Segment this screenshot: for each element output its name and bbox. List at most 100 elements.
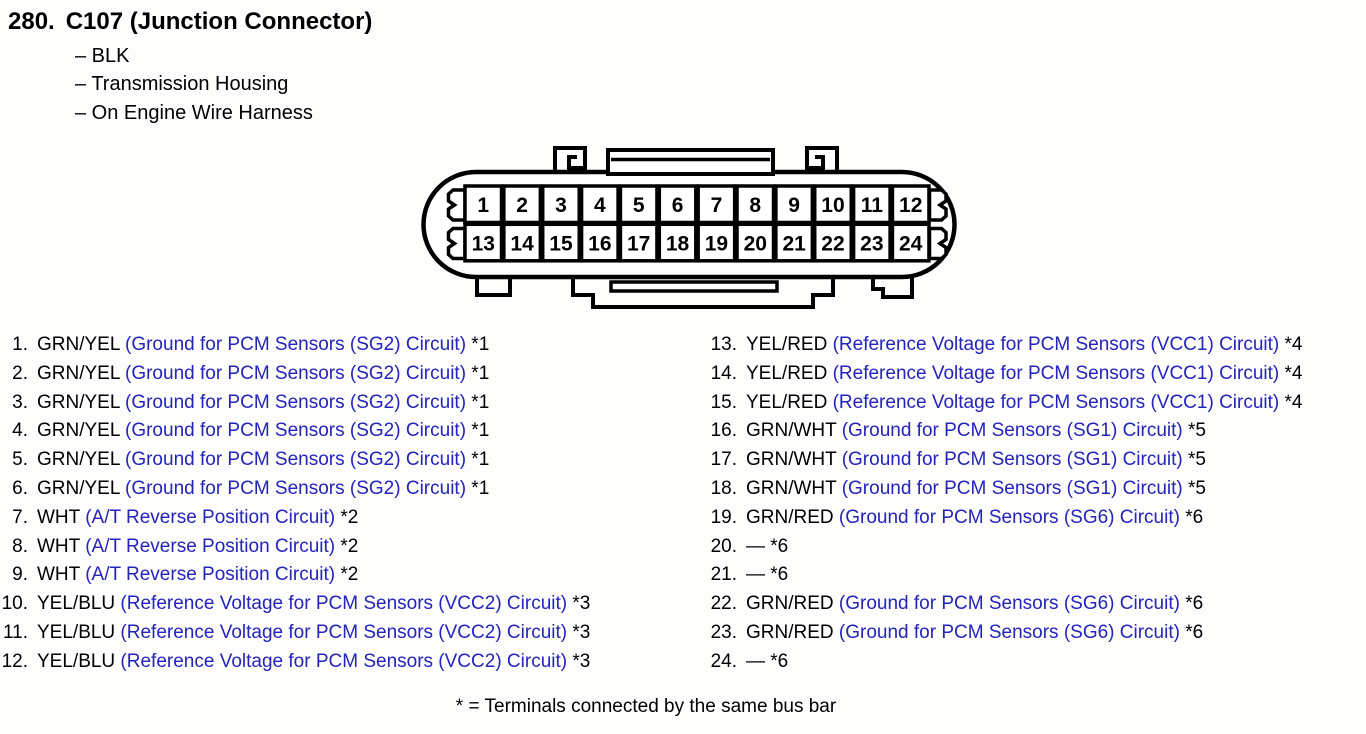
pin-cell [502, 184, 543, 225]
pin-number: 2. [12, 362, 28, 384]
pin-number: 21. [710, 564, 737, 586]
connector-attributes: – BLK – Transmission Housing – On Engine… [75, 42, 313, 127]
attribute-line: – On Engine Wire Harness [75, 101, 313, 124]
pin-number: 5. [12, 449, 28, 471]
pin-wire-color: GRN/YEL [37, 420, 120, 442]
pin-wire-color: YEL/BLU [37, 650, 116, 672]
pin-cell [735, 184, 776, 225]
pin-number: 19. [710, 506, 737, 528]
pin-busbar-note: *1 [466, 391, 490, 413]
pin-cell [540, 184, 581, 225]
pin-circuit-description: (Reference Voltage for PCM Sensors (VCC2… [115, 593, 568, 615]
pin-row: 12.YEL/BLU (Reference Voltage for PCM Se… [0, 648, 591, 677]
pin-wire-color: GRN/YEL [37, 449, 120, 471]
pin-cell [890, 222, 931, 263]
pin-row: 13.YEL/RED (Reference Voltage for PCM Se… [704, 331, 1303, 360]
connector-bottom-right-clip [871, 276, 914, 299]
pin-row: 5.GRN/YEL (Ground for PCM Sensors (SG2) … [0, 446, 590, 475]
pin-cell [579, 184, 620, 225]
pin-cell-number: 8 [749, 194, 761, 217]
pin-cell [890, 184, 931, 225]
pin-circuit-description: (Ground for PCM Sensors (SG1) Circuit) [836, 449, 1183, 471]
pin-list-right: 13. YEL/RED (Reference Voltage for PCM Se… [704, 331, 1303, 677]
pin-busbar-note: *6 [1179, 621, 1204, 643]
pin-number: 24. [710, 650, 737, 672]
pin-number: 13. [710, 334, 737, 355]
pin-wire-color: — [746, 535, 765, 557]
pin-wire-color: GRN/YEL [37, 477, 120, 499]
pin-circuit-description: (A/T Reverse Position Circuit) [79, 564, 336, 586]
connector-right-notch-top [927, 188, 948, 222]
pin-circuit-description: (Reference Voltage for PCM Sensors (VCC2… [115, 650, 568, 672]
pin-cell [851, 184, 892, 225]
pin-wire-color: YEL/RED [746, 391, 828, 413]
pin-wire-color: GRN/WHT [746, 449, 837, 471]
pin-cell-number: 18 [666, 232, 690, 255]
pin-number: 9. [12, 564, 28, 586]
pin-circuit-description: (Ground for PCM Sensors (SG2) Circuit) [119, 334, 467, 355]
pin-cell-number: 1 [477, 194, 489, 217]
pin-number: 3. [12, 391, 28, 413]
pin-cell-number: 4 [594, 194, 606, 217]
section-heading: 280.C107 (Junction Connector) [8, 8, 372, 36]
pin-cell [696, 222, 737, 263]
pin-cell-number: 6 [672, 194, 684, 217]
pin-row: 17.GRN/WHT (Ground for PCM Sensors (SG1)… [704, 446, 1303, 475]
pin-wire-color: GRN/RED [746, 593, 834, 615]
pin-number: 6. [12, 477, 28, 499]
pin-circuit-description: (Ground for PCM Sensors (SG1) Circuit) [836, 420, 1183, 442]
pin-wire-color: YEL/BLU [37, 621, 116, 643]
pin-busbar-note: *6 [765, 564, 789, 586]
pin-cell [579, 222, 620, 263]
pin-busbar-note: *6 [1179, 506, 1204, 528]
pin-row: 6.GRN/YEL (Ground for PCM Sensors (SG2) … [0, 475, 590, 504]
pin-circuit-description: (Ground for PCM Sensors (SG1) Circuit) [836, 477, 1183, 499]
pin-wire-color: YEL/BLU [37, 593, 116, 615]
pin-cell [540, 222, 581, 263]
pin-number: 7. [12, 506, 28, 528]
pin-cell [812, 222, 853, 263]
section-number: 280. [8, 8, 55, 35]
pin-row: 8.WHT (A/T Reverse Position Circuit) *2 [0, 533, 590, 562]
pin-row: 15.YEL/RED (Reference Voltage for PCM Se… [704, 389, 1303, 418]
pin-row: 22.GRN/RED (Ground for PCM Sensors (SG6)… [704, 590, 1303, 619]
pin-busbar-note: *5 [1182, 477, 1206, 499]
pin-cell-number: 3 [555, 194, 567, 217]
pin-busbar-note: *6 [1179, 593, 1204, 615]
pin-cell [618, 222, 659, 263]
pin-cell-number: 7 [711, 194, 723, 217]
pin-busbar-note: *1 [466, 420, 490, 442]
pin-busbar-note: *3 [567, 621, 591, 643]
pin-cell [851, 222, 892, 263]
pin-cell-number: 15 [549, 232, 573, 255]
pin-number: 10. [1, 593, 28, 615]
pin-busbar-note: *1 [466, 362, 490, 384]
pin-circuit-description: (Ground for PCM Sensors (SG6) Circuit) [833, 506, 1180, 528]
pin-number: 23. [710, 621, 737, 643]
pin-number: 22. [710, 593, 737, 615]
pin-row: 19.GRN/RED (Ground for PCM Sensors (SG6)… [704, 504, 1303, 533]
connector-left-notch-top [446, 188, 467, 222]
connector-bottom-rail [571, 276, 835, 309]
pin-cell-number: 9 [788, 194, 800, 217]
pin-busbar-note: *3 [567, 593, 591, 615]
connector-top-lock-tab [606, 148, 775, 176]
pin-row: 24.— *6 [704, 648, 1303, 677]
connector-left-notch-bottom [446, 226, 467, 261]
pin-wire-color: GRN/WHT [746, 420, 837, 442]
pin-cell-number: 10 [821, 194, 844, 217]
pin-cell [774, 222, 815, 263]
pin-number: 11. [2, 621, 28, 643]
pin-cell [502, 222, 543, 263]
pin-cell-number: 20 [744, 232, 767, 255]
pin-row: 20.— *6 [704, 533, 1303, 562]
pin-wire-color: GRN/RED [746, 621, 834, 643]
pin-cell [463, 222, 504, 263]
pin-circuit-description: (Reference Voltage for PCM Sensors (VCC1… [827, 362, 1280, 384]
pin-cell-number: 21 [782, 232, 806, 255]
pin-number: 14. [710, 362, 737, 384]
pin-busbar-note: *4 [1279, 362, 1303, 384]
pin-number: 16. [710, 420, 737, 442]
footnote: * = Terminals connected by the same bus … [455, 696, 837, 717]
